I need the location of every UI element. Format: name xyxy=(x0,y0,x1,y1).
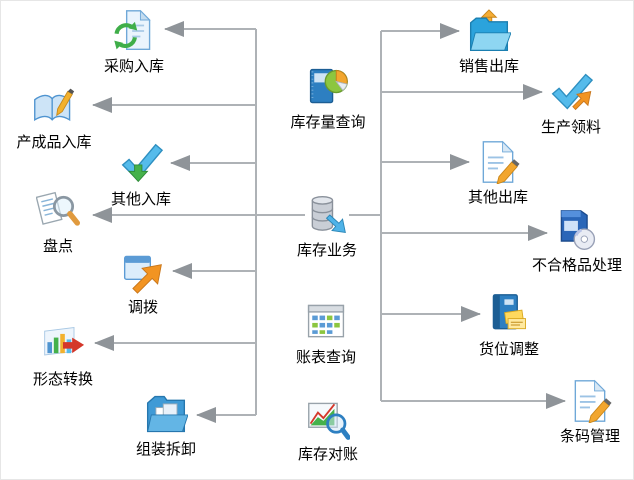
node-label: 产成品入库 xyxy=(16,134,92,151)
node-label: 账表查询 xyxy=(295,349,356,366)
node-stocktaking: 盘点 xyxy=(13,189,103,255)
finished-goods-inbound-icon xyxy=(32,85,76,129)
inventory-business-icon xyxy=(305,193,349,237)
purchase-inbound-icon xyxy=(112,9,156,53)
node-label: 调拨 xyxy=(127,299,158,316)
node-inventory-quantity-query: 库存量查询 xyxy=(283,65,373,131)
node-label: 库存对账 xyxy=(297,446,358,463)
stocktaking-icon xyxy=(36,189,80,233)
node-form-conversion: 形态转换 xyxy=(18,322,108,388)
node-label: 其他出库 xyxy=(467,189,528,206)
node-label: 盘点 xyxy=(42,238,73,255)
node-label: 组装拆卸 xyxy=(135,441,196,458)
node-transfer: 调拨 xyxy=(98,250,188,316)
production-picking-icon xyxy=(549,70,593,114)
report-query-icon xyxy=(304,300,348,344)
node-label: 形态转换 xyxy=(32,371,93,388)
node-label: 条码管理 xyxy=(559,428,620,445)
node-defective-goods-handling: 不合格品处理 xyxy=(527,208,627,274)
location-adjustment-icon xyxy=(487,292,531,336)
barcode-management-icon xyxy=(568,379,612,423)
node-label: 销售出库 xyxy=(458,58,519,75)
transfer-icon xyxy=(121,250,165,294)
node-label: 生产领料 xyxy=(540,119,601,136)
node-label: 采购入库 xyxy=(103,58,164,75)
node-production-picking: 生产领料 xyxy=(526,70,616,136)
node-other-inbound: 其他入库 xyxy=(96,142,186,208)
node-sales-outbound: 销售出库 xyxy=(444,9,534,75)
node-label: 其他入库 xyxy=(110,191,171,208)
node-purchase-inbound: 采购入库 xyxy=(89,9,179,75)
other-inbound-icon xyxy=(119,142,163,186)
other-outbound-icon xyxy=(476,140,520,184)
node-location-adjustment: 货位调整 xyxy=(464,292,554,358)
node-finished-goods-inbound: 产成品入库 xyxy=(6,85,102,151)
form-conversion-icon xyxy=(41,322,85,366)
inventory-quantity-query-icon xyxy=(306,65,350,109)
node-label: 库存业务 xyxy=(296,242,357,259)
defective-goods-handling-icon xyxy=(555,208,599,252)
inventory-reconciliation-icon xyxy=(306,397,350,441)
sales-outbound-icon xyxy=(467,9,511,53)
node-label: 库存量查询 xyxy=(290,114,366,131)
node-label: 不合格品处理 xyxy=(531,257,622,274)
node-inventory-reconciliation: 库存对账 xyxy=(283,397,373,463)
node-report-query: 账表查询 xyxy=(281,300,371,366)
node-label: 货位调整 xyxy=(478,341,539,358)
node-other-outbound: 其他出库 xyxy=(453,140,543,206)
assembly-disassembly-icon xyxy=(144,392,188,436)
node-assembly-disassembly: 组装拆卸 xyxy=(121,392,211,458)
node-barcode-management: 条码管理 xyxy=(545,379,633,445)
node-inventory-business: 库存业务 xyxy=(282,193,372,259)
